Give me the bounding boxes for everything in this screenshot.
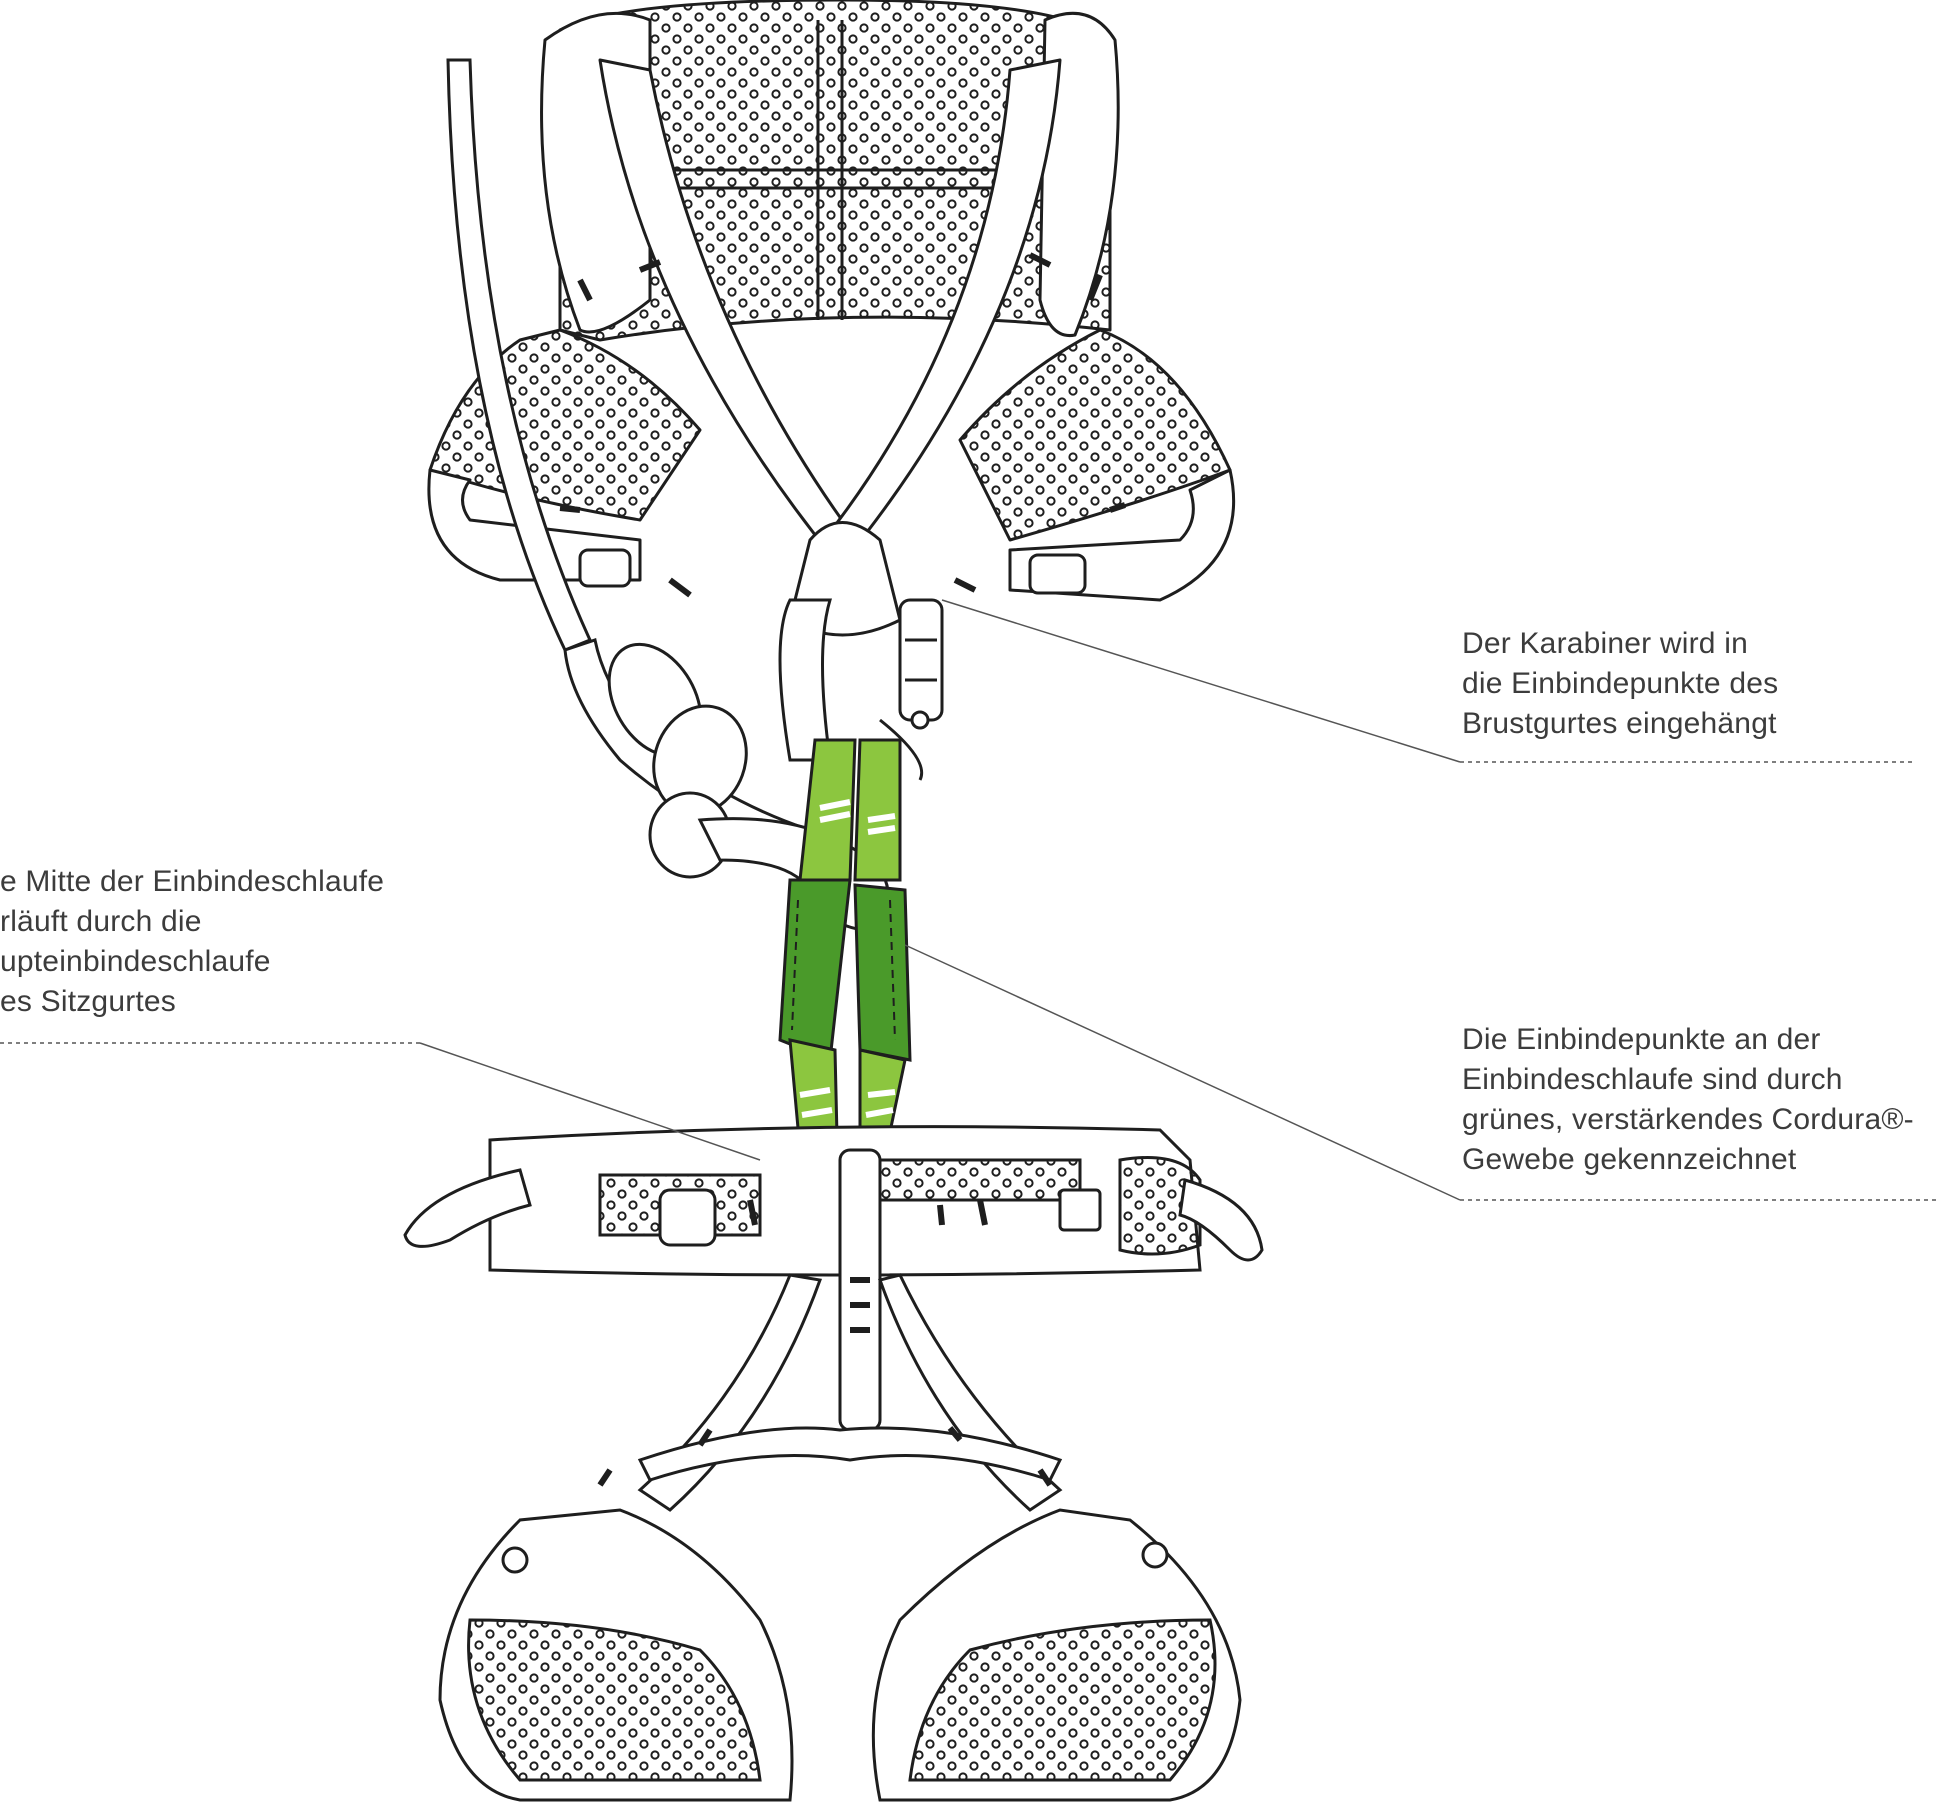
leader-carabiner <box>941 599 1461 763</box>
cordura-annotation-line-2: Einbindeschlaufe sind durch <box>1462 1063 1843 1096</box>
loop-middle-annotation: e Mitte der Einbindeschlaufe rläuft durc… <box>0 862 384 1022</box>
carabiner-annotation-line-2: die Einbindepunkte des <box>1462 667 1779 700</box>
loop-middle-annotation-line-2: rläuft durch die <box>0 905 202 938</box>
loop-middle-annotation-line-1: e Mitte der Einbindeschlaufe <box>0 865 385 898</box>
belay-loop <box>838 1148 882 1432</box>
leader-loop-middle <box>419 1042 761 1161</box>
tie-in-loop-cordura <box>778 738 912 1184</box>
gear-loop-right <box>1178 1178 1264 1262</box>
loop-middle-annotation-line-3: upteinbindeschlaufe <box>0 945 271 978</box>
cordura-annotation-line-1: Die Einbindepunkte an der <box>1462 1023 1821 1056</box>
loop-middle-annotation-line-4: es Sitzgurtes <box>0 985 177 1018</box>
cordura-annotation: Die Einbindepunkte an der Einbindeschlau… <box>1462 1020 1914 1180</box>
tie-in-loop-left-dark <box>778 878 852 1063</box>
left-chest-wing <box>428 328 702 522</box>
tie-in-loop-right-dark <box>853 883 912 1062</box>
carabiner-annotation-line-1: Der Karabiner wird in <box>1462 627 1748 660</box>
right-chest-wing <box>958 328 1232 542</box>
leader-cordura <box>904 944 1461 1201</box>
leader-lines <box>0 599 1940 1201</box>
leg-loops <box>438 1273 1242 1802</box>
right-shoulder-pad <box>1038 11 1120 338</box>
tie-in-loop-right-light <box>853 738 902 882</box>
cordura-annotation-line-4: Gewebe gekennzeichnet <box>1462 1143 1797 1176</box>
cordura-annotation-line-3: grünes, verstärkendes Cordura®- <box>1462 1103 1914 1136</box>
carabiner-annotation-line-3: Brustgurtes eingehängt <box>1462 707 1777 740</box>
gear-loop-left <box>403 1168 532 1248</box>
carabiner-annotation: Der Karabiner wird in die Einbindepunkte… <box>1462 624 1778 744</box>
sit-harness-waistbelt <box>403 1125 1264 1432</box>
